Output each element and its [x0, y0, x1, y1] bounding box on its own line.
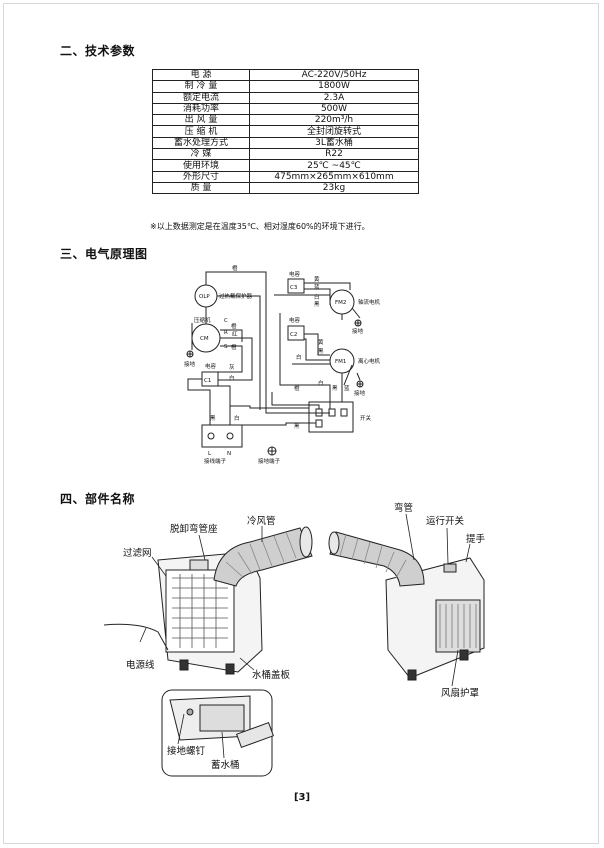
- page-frame: [3, 3, 599, 844]
- terminal-n: N: [227, 451, 231, 457]
- spec-row: 压 缩 机全封闭旋转式: [152, 125, 419, 138]
- c2-label: 电容: [289, 316, 301, 324]
- wire-label: 黑: [314, 301, 320, 308]
- water-tank-label: 蓄水桶: [211, 759, 240, 771]
- cm-text: CM: [200, 336, 209, 342]
- c-pin: C: [224, 318, 228, 324]
- fm2-text: FM2: [335, 300, 346, 306]
- olp-label: 过热载保护器: [219, 292, 253, 300]
- wire-label: 黑: [318, 348, 324, 355]
- wire-label: 蓝: [314, 283, 320, 291]
- c2-symbol: [287, 325, 305, 341]
- terminal-block-symbol: [201, 424, 243, 448]
- c3-label: 电容: [289, 270, 301, 278]
- front-unit: [103, 526, 313, 675]
- wire-label: 黑: [210, 415, 216, 422]
- wire-label: 白: [296, 353, 302, 361]
- axial-motor-label: 轴流电机: [358, 298, 381, 306]
- s-pin: S: [224, 344, 228, 350]
- ground-label-1: 接地: [184, 360, 196, 368]
- wire-label: 白: [314, 293, 320, 301]
- wire-label: 蓝: [344, 384, 350, 392]
- switch-box: [308, 401, 354, 433]
- spec-note: ※以上数据测定是在温度35℃、相对湿度60%的环境下进行。: [150, 222, 370, 231]
- centrifugal-motor-label: 离心电机: [358, 357, 381, 365]
- ground-label-3: 接地: [354, 389, 366, 397]
- elbow-label: 弯管: [394, 502, 413, 514]
- back-unit: [328, 531, 485, 681]
- ground-screw-label: 接地螺钉: [167, 745, 206, 757]
- wire-label: 黑: [332, 385, 338, 392]
- fm1-text: FM1: [335, 359, 346, 365]
- handle-label: 提手: [466, 533, 486, 545]
- elbow-seat-label: 脱卸弯管座: [170, 523, 218, 535]
- ground-label-2: 接地: [352, 327, 364, 335]
- wire-label: 黑: [294, 423, 300, 430]
- spec-value: 23kg: [249, 181, 419, 195]
- wire-label: 红: [232, 330, 238, 338]
- filter-label: 过滤网: [123, 547, 152, 559]
- wire-label: 白: [318, 379, 324, 387]
- power-cord-label: 电源线: [126, 659, 155, 671]
- wire-label: 黄: [318, 338, 324, 346]
- cold-air-pipe-label: 冷风管: [247, 515, 276, 527]
- olp-text: OLP: [199, 294, 210, 300]
- tank-inset: [161, 689, 275, 777]
- c1-label: 电容: [205, 362, 217, 370]
- wire-label: 橙: [232, 264, 238, 272]
- wire-label: 橙: [231, 322, 237, 330]
- c3-text: C3: [290, 285, 298, 291]
- terminal-l: L: [208, 451, 212, 457]
- diagram-heading: 三、电气原理图: [60, 247, 148, 261]
- specs-heading: 二、技术参数: [60, 44, 136, 58]
- c1-text: C1: [204, 378, 211, 384]
- wiring-diagram: OLP 过热载保护器 CM 压缩机 C R S C3 C2 C1 电容 电容 电…: [184, 264, 381, 465]
- tank-cover-label: 水桶盖板: [252, 669, 291, 681]
- wire-label: 橙: [231, 343, 237, 351]
- wire-label: 白: [234, 414, 240, 422]
- parts-heading: 四、部件名称: [60, 492, 136, 506]
- fan-guard-label: 风扇护罩: [441, 687, 479, 699]
- run-switch-label: 运行开关: [426, 515, 465, 527]
- page-number: [3]: [293, 792, 311, 803]
- ground-terminal-label: 接地端子: [258, 457, 281, 465]
- wire-label: 白: [229, 374, 235, 382]
- c3-symbol: [287, 278, 305, 294]
- parts-illustration: 过滤网 脱卸弯管座 冷风管 弯管 运行开关 提手 电源线 水桶盖板 风扇护罩 接…: [103, 502, 486, 777]
- switch-label: 开关: [360, 414, 372, 422]
- wire-label: 橙: [294, 384, 300, 392]
- compressor-label: 压缩机: [194, 316, 211, 324]
- wire-label: 黄: [314, 275, 320, 283]
- c2-text: C2: [290, 332, 297, 338]
- terminal-block-label: 接线端子: [204, 457, 227, 465]
- r-pin: R: [224, 330, 228, 336]
- wire-label: 灰: [229, 363, 235, 371]
